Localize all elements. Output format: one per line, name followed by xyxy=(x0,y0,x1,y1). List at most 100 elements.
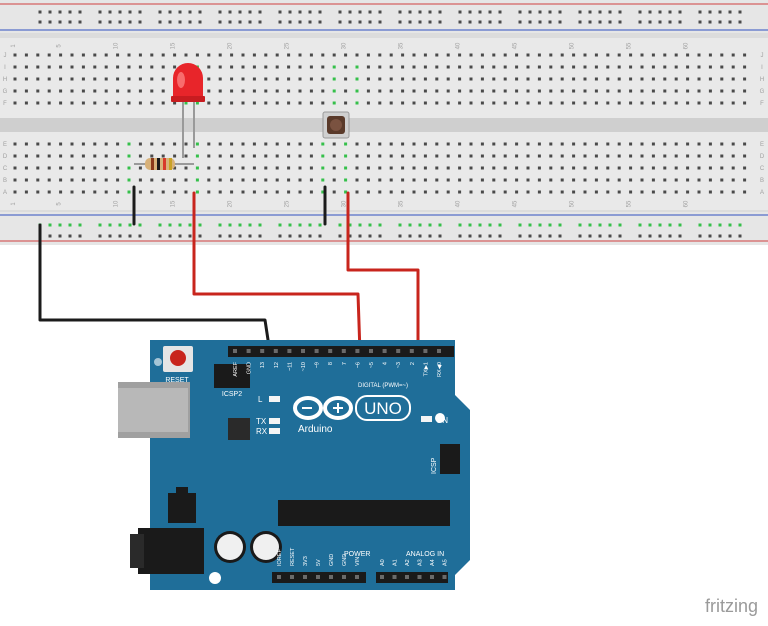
breadboard-hole[interactable] xyxy=(241,77,245,81)
rail-hole[interactable] xyxy=(278,234,282,238)
breadboard-hole[interactable] xyxy=(686,53,690,57)
rail-hole[interactable] xyxy=(658,10,662,14)
breadboard-hole[interactable] xyxy=(458,166,462,170)
breadboard-hole[interactable] xyxy=(629,190,633,194)
rail-hole[interactable] xyxy=(588,10,592,14)
rail-hole[interactable] xyxy=(118,234,122,238)
breadboard-hole[interactable] xyxy=(218,154,222,158)
rail-hole[interactable] xyxy=(488,234,492,238)
rail-hole[interactable] xyxy=(128,234,132,238)
breadboard-hole[interactable] xyxy=(674,178,678,182)
rail-hole[interactable] xyxy=(78,234,82,238)
rail-hole[interactable] xyxy=(358,20,362,24)
breadboard-hole[interactable] xyxy=(81,166,85,170)
breadboard-hole[interactable] xyxy=(116,53,120,57)
rail-hole[interactable] xyxy=(658,223,662,227)
breadboard-hole[interactable] xyxy=(355,77,359,81)
header-pin[interactable] xyxy=(329,575,333,579)
breadboard-hole[interactable] xyxy=(492,178,496,182)
rail-hole[interactable] xyxy=(168,10,172,14)
breadboard-hole[interactable] xyxy=(674,89,678,93)
breadboard-hole[interactable] xyxy=(686,178,690,182)
breadboard-hole[interactable] xyxy=(617,178,621,182)
breadboard-hole[interactable] xyxy=(480,89,484,93)
breadboard-hole[interactable] xyxy=(173,154,177,158)
rail-hole[interactable] xyxy=(398,223,402,227)
breadboard-hole[interactable] xyxy=(458,89,462,93)
rail-hole[interactable] xyxy=(648,234,652,238)
breadboard-hole[interactable] xyxy=(195,190,199,194)
breadboard-hole[interactable] xyxy=(116,154,120,158)
rail-hole[interactable] xyxy=(558,20,562,24)
breadboard-hole[interactable] xyxy=(378,89,382,93)
breadboard-hole[interactable] xyxy=(264,101,268,105)
breadboard-hole[interactable] xyxy=(492,89,496,93)
breadboard-hole[interactable] xyxy=(697,65,701,69)
rail-hole[interactable] xyxy=(288,223,292,227)
rail-hole[interactable] xyxy=(308,223,312,227)
breadboard-hole[interactable] xyxy=(480,53,484,57)
breadboard-hole[interactable] xyxy=(264,142,268,146)
rail-hole[interactable] xyxy=(608,223,612,227)
breadboard-hole[interactable] xyxy=(218,89,222,93)
breadboard-hole[interactable] xyxy=(651,89,655,93)
breadboard-hole[interactable] xyxy=(549,142,553,146)
breadboard-hole[interactable] xyxy=(549,89,553,93)
breadboard-hole[interactable] xyxy=(321,154,325,158)
breadboard-hole[interactable] xyxy=(252,65,256,69)
header-pin[interactable] xyxy=(382,349,387,353)
rail-hole[interactable] xyxy=(588,223,592,227)
rail-hole[interactable] xyxy=(378,20,382,24)
breadboard-hole[interactable] xyxy=(526,89,530,93)
breadboard-hole[interactable] xyxy=(401,178,405,182)
breadboard-hole[interactable] xyxy=(731,166,735,170)
breadboard-hole[interactable] xyxy=(298,190,302,194)
breadboard-hole[interactable] xyxy=(70,154,74,158)
breadboard-hole[interactable] xyxy=(275,77,279,81)
breadboard-hole[interactable] xyxy=(298,65,302,69)
breadboard-hole[interactable] xyxy=(104,65,108,69)
breadboard-hole[interactable] xyxy=(47,89,51,93)
breadboard-hole[interactable] xyxy=(230,89,234,93)
breadboard-hole[interactable] xyxy=(127,178,131,182)
breadboard-hole[interactable] xyxy=(207,154,211,158)
breadboard-hole[interactable] xyxy=(47,190,51,194)
breadboard-hole[interactable] xyxy=(355,65,359,69)
header-pin[interactable] xyxy=(246,349,251,353)
breadboard-hole[interactable] xyxy=(93,53,97,57)
breadboard-hole[interactable] xyxy=(309,65,313,69)
breadboard-hole[interactable] xyxy=(469,190,473,194)
breadboard-hole[interactable] xyxy=(674,166,678,170)
breadboard-hole[interactable] xyxy=(104,154,108,158)
breadboard-hole[interactable] xyxy=(230,77,234,81)
rail-hole[interactable] xyxy=(298,10,302,14)
breadboard-hole[interactable] xyxy=(686,166,690,170)
rail-hole[interactable] xyxy=(278,20,282,24)
breadboard-hole[interactable] xyxy=(515,190,519,194)
breadboard-hole[interactable] xyxy=(549,65,553,69)
breadboard-hole[interactable] xyxy=(492,65,496,69)
breadboard-hole[interactable] xyxy=(378,142,382,146)
breadboard-hole[interactable] xyxy=(287,178,291,182)
breadboard-hole[interactable] xyxy=(230,190,234,194)
rail-hole[interactable] xyxy=(128,20,132,24)
breadboard-hole[interactable] xyxy=(663,166,667,170)
breadboard-hole[interactable] xyxy=(252,190,256,194)
breadboard-hole[interactable] xyxy=(59,53,63,57)
rail-hole[interactable] xyxy=(518,20,522,24)
breadboard-hole[interactable] xyxy=(241,178,245,182)
breadboard-hole[interactable] xyxy=(13,190,17,194)
rail-hole[interactable] xyxy=(58,10,62,14)
breadboard-hole[interactable] xyxy=(708,65,712,69)
rail-hole[interactable] xyxy=(378,234,382,238)
breadboard-hole[interactable] xyxy=(36,101,40,105)
breadboard-hole[interactable] xyxy=(287,65,291,69)
rail-hole[interactable] xyxy=(458,10,462,14)
breadboard-hole[interactable] xyxy=(138,154,142,158)
breadboard-hole[interactable] xyxy=(526,77,530,81)
breadboard-hole[interactable] xyxy=(150,178,154,182)
breadboard-hole[interactable] xyxy=(583,77,587,81)
rail-hole[interactable] xyxy=(188,20,192,24)
breadboard-hole[interactable] xyxy=(47,166,51,170)
rail-hole[interactable] xyxy=(738,10,742,14)
